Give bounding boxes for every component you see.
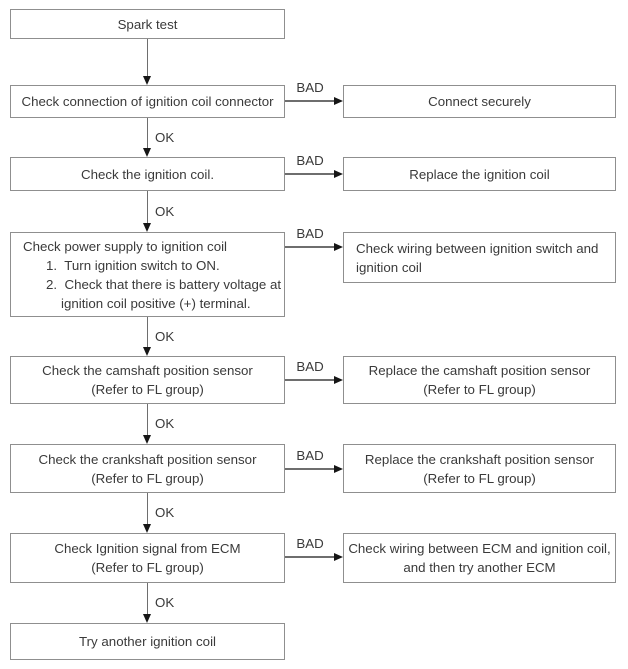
- box-check-ignition-coil: Check the ignition coil.: [10, 157, 285, 191]
- down-arrowhead-icon: [143, 223, 151, 232]
- ok-label: OK: [155, 329, 175, 344]
- bad-arrowhead-icon: [334, 169, 343, 178]
- bad-label: BAD: [296, 448, 324, 463]
- box-check-ignition-coil-connector: Check connection of ignition coil connec…: [10, 85, 285, 118]
- step-text-line: ignition coil positive (+) terminal.: [61, 296, 251, 311]
- box-check-ignition-signal-from-ecm: Check Ignition signal from ECM (Refer to …: [10, 533, 285, 583]
- box-check-crankshaft-position-sensor: Check the crankshaft position sensor (Ref…: [10, 444, 285, 493]
- action-text-line: Replace the ignition coil: [409, 166, 550, 182]
- down-arrowhead-icon: [143, 148, 151, 157]
- action-text-line: Replace the camshaft position sensor: [368, 363, 591, 378]
- down-arrow-line: [146, 191, 149, 224]
- action-text-line: and then try another ECM: [403, 560, 556, 575]
- action-text-line: Check wiring between ECM and ignition co…: [348, 541, 611, 556]
- box-check-crankshaft-position-sensor-action: Replace the crankshaft position sensor (R…: [343, 444, 616, 493]
- bad-label: BAD: [296, 153, 324, 168]
- box-check-power-supply: Check power supply to ignition coil 1. Tu…: [10, 232, 285, 317]
- box-check-camshaft-position-sensor: Check the camshaft position sensor (Refer…: [10, 356, 285, 404]
- box-check-ignition-signal-from-ecm-action: Check wiring between ECM and ignition co…: [343, 533, 616, 583]
- step-text-line: (Refer to FL group): [91, 470, 204, 486]
- ok-label: OK: [155, 595, 175, 610]
- step-text-line: Check power supply to ignition coil: [23, 239, 227, 254]
- bad-arrow-line: [285, 173, 335, 175]
- down-arrow-line: [146, 118, 149, 149]
- step-text-line: Spark test: [117, 16, 178, 32]
- down-arrowhead-icon: [143, 435, 151, 444]
- box-check-ignition-coil-action: Replace the ignition coil: [343, 157, 616, 191]
- bad-arrow-line: [285, 556, 335, 558]
- down-arrowhead-icon: [143, 76, 151, 85]
- down-arrowhead-icon: [143, 347, 151, 356]
- bad-arrow-line: [285, 100, 335, 102]
- step-text-line: 2. Check that there is battery voltage a…: [46, 277, 282, 292]
- bad-arrow-line: [285, 246, 335, 248]
- bad-label: BAD: [296, 536, 324, 551]
- bad-label: BAD: [296, 359, 324, 374]
- ok-label: OK: [155, 204, 175, 219]
- bad-arrowhead-icon: [334, 375, 343, 384]
- step-text-line: Check the ignition coil.: [80, 166, 215, 182]
- step-text-line: Check the crankshaft position sensor: [38, 451, 257, 467]
- action-text-line: ignition coil: [356, 259, 422, 275]
- bad-arrowhead-icon: [334, 242, 343, 251]
- bad-arrowhead-icon: [334, 96, 343, 105]
- action-text-line: (Refer to FL group): [423, 470, 536, 486]
- down-arrow-line: [146, 317, 149, 348]
- ok-label: OK: [155, 416, 175, 431]
- bad-arrow-line: [285, 379, 335, 381]
- box-spark-test: Spark test: [10, 9, 285, 39]
- bad-arrowhead-icon: [334, 464, 343, 473]
- box-check-ignition-coil-connector-action: Connect securely: [343, 85, 616, 118]
- box-check-power-supply-action: Check wiring between ignition switch and…: [343, 232, 616, 283]
- bad-label: BAD: [296, 226, 324, 241]
- step-text-line: 1. Turn ignition switch to ON.: [46, 258, 220, 273]
- step-text-line: (Refer to FL group): [91, 382, 204, 397]
- down-arrow-line: [146, 493, 149, 525]
- down-arrowhead-icon: [143, 524, 151, 533]
- action-text-line: Connect securely: [428, 94, 531, 109]
- down-arrow-line: [146, 39, 149, 77]
- down-arrowhead-icon: [143, 614, 151, 623]
- action-text-line: (Refer to FL group): [423, 382, 536, 397]
- bad-label: BAD: [296, 80, 324, 95]
- step-text-line: Check the camshaft position sensor: [42, 363, 253, 378]
- action-text-line: Check wiring between ignition switch and: [356, 240, 599, 256]
- step-text-line: (Refer to FL group): [91, 560, 204, 575]
- ok-label: OK: [155, 505, 175, 520]
- step-text-line: Try another ignition coil: [79, 634, 216, 649]
- box-try-another-ignition-coil: Try another ignition coil: [10, 623, 285, 660]
- bad-arrowhead-icon: [334, 552, 343, 561]
- step-text-line: Check Ignition signal from ECM: [54, 541, 241, 556]
- ok-label: OK: [155, 130, 175, 145]
- down-arrow-line: [146, 404, 149, 436]
- box-check-camshaft-position-sensor-action: Replace the camshaft position sensor (Ref…: [343, 356, 616, 404]
- action-text-line: Replace the crankshaft position sensor: [364, 451, 595, 467]
- step-text-line: Check connection of ignition coil connec…: [21, 94, 274, 109]
- down-arrow-line: [146, 583, 149, 615]
- bad-arrow-line: [285, 468, 335, 470]
